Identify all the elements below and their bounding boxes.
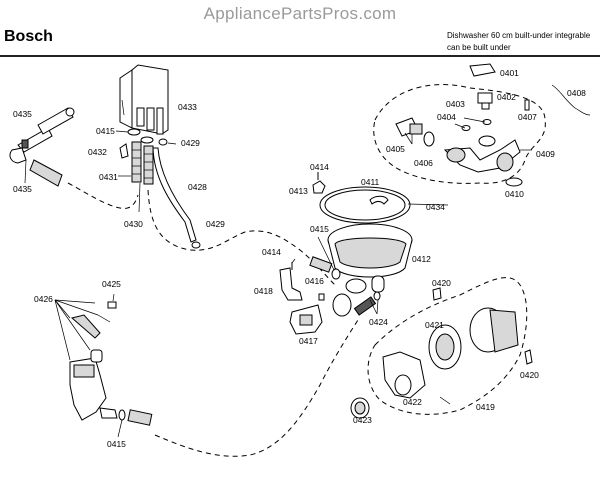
part-0431-hose[interactable] [131,141,142,183]
label-0405[interactable]: 0405 [386,144,405,154]
part-0415-ring-top[interactable] [127,128,141,136]
label-0412[interactable]: 0412 [412,254,431,264]
leader-lines [24,117,532,438]
part-0430-hose[interactable] [143,145,154,185]
label-0410[interactable]: 0410 [505,189,524,199]
part-0422-pump-housing[interactable] [382,351,426,399]
model-description: Dishwasher 60 cm built-under integrable … [447,30,590,54]
part-0426-valve-assembly[interactable] [69,357,118,421]
label-0414[interactable]: 0414 [310,162,329,172]
part-0401-cover[interactable] [469,63,496,77]
label-0429[interactable]: 0429 [206,219,225,229]
part-0424-ring[interactable] [373,291,381,301]
hose-path-drain [154,319,359,457]
label-0432[interactable]: 0432 [88,147,107,157]
part-0434-clip[interactable] [369,195,389,205]
part-0425-clip[interactable] [107,301,117,309]
part-0417-pump[interactable] [289,304,323,335]
label-0415[interactable]: 0415 [310,224,329,234]
label-0424[interactable]: 0424 [369,317,388,327]
label-0418[interactable]: 0418 [254,286,273,296]
label-0426[interactable]: 0426 [34,294,53,304]
brand-title: Bosch [4,28,53,45]
hose-path-center [147,189,336,286]
label-0415[interactable]: 0415 [107,439,126,449]
group-outline-0409 [373,84,546,184]
part-0426-cylinder[interactable] [90,349,103,363]
part-0415-spring[interactable] [309,256,333,273]
description-line-2: can be built under [447,43,511,52]
part-0429-clamp-top[interactable] [158,138,168,146]
part-0413-bracket[interactable] [312,180,326,194]
label-0423[interactable]: 0423 [353,415,372,425]
label-0425[interactable]: 0425 [102,279,121,289]
description-line-1: Dishwasher 60 cm built-under integrable [447,31,591,40]
label-0431[interactable]: 0431 [99,172,118,182]
label-0434[interactable]: 0434 [426,202,445,212]
part-0418-bracket[interactable] [279,267,303,301]
part-0406-ring[interactable] [423,131,435,147]
part-0412-sump[interactable] [327,223,413,294]
part-0404-ring[interactable] [461,125,471,131]
group-outline-0419 [367,277,528,415]
label-0404[interactable]: 0404 [437,112,456,122]
header-divider [0,55,600,57]
label-0435[interactable]: 0435 [13,184,32,194]
label-0429[interactable]: 0429 [181,138,200,148]
part-0424-spring[interactable] [353,296,377,316]
part-0405-sensor[interactable] [395,117,423,137]
label-0416[interactable]: 0416 [305,276,324,286]
part-0426-bracket[interactable] [70,314,101,339]
part-0408-wire[interactable] [551,84,591,116]
part-0415-ring-mid[interactable] [331,268,341,280]
part-0419-motor[interactable] [469,307,519,353]
part-0421-impeller[interactable] [428,324,462,370]
part-drain-hose-end[interactable] [127,409,153,426]
part-0432-clip[interactable] [119,143,129,159]
part-0420-clip-top[interactable] [432,287,442,301]
part-0415-ring-bottom[interactable] [118,409,126,421]
label-0435[interactable]: 0435 [13,109,32,119]
label-0419[interactable]: 0419 [476,402,495,412]
label-0408[interactable]: 0408 [567,88,586,98]
part-0411-filter-ring[interactable] [319,186,411,224]
part-0407-clip[interactable] [524,99,530,111]
label-0420[interactable]: 0420 [432,278,451,288]
part-0423-seal[interactable] [350,397,370,419]
label-0421[interactable]: 0421 [425,320,444,330]
part-0410-clamp[interactable] [505,177,523,187]
watermark: AppliancePartsPros.com [203,4,397,23]
label-0411[interactable]: 0411 [361,177,380,187]
label-0402[interactable]: 0402 [497,92,516,102]
part-0415-ring-2[interactable] [140,136,154,144]
label-0401[interactable]: 0401 [500,68,519,78]
label-0430[interactable]: 0430 [124,219,143,229]
label-0414[interactable]: 0414 [262,247,281,257]
label-0415[interactable]: 0415 [96,126,115,136]
part-0426-screw[interactable] [97,314,111,323]
part-0402-valve[interactable] [477,92,493,110]
label-0409[interactable]: 0409 [536,149,555,159]
label-0433[interactable]: 0433 [178,102,197,112]
hose-path-left [67,182,139,209]
label-0407[interactable]: 0407 [518,112,537,122]
label-0422[interactable]: 0422 [403,397,422,407]
label-0417[interactable]: 0417 [299,336,318,346]
part-0416-clip[interactable] [318,293,325,301]
part-0433-container[interactable] [119,64,169,135]
label-0413[interactable]: 0413 [289,186,308,196]
part-0409-assembly[interactable] [443,135,521,173]
label-0428[interactable]: 0428 [188,182,207,192]
part-0435-hose[interactable] [9,107,75,187]
part-0403-ring[interactable] [482,119,492,125]
part-0429-clamp-bottom[interactable] [191,241,201,249]
label-0406[interactable]: 0406 [414,158,433,168]
label-0420[interactable]: 0420 [520,370,539,380]
label-0403[interactable]: 0403 [446,99,465,109]
part-0428-hose[interactable] [152,147,197,243]
part-gasket-ring[interactable] [332,293,352,317]
part-0420-clip-right[interactable] [524,349,533,365]
